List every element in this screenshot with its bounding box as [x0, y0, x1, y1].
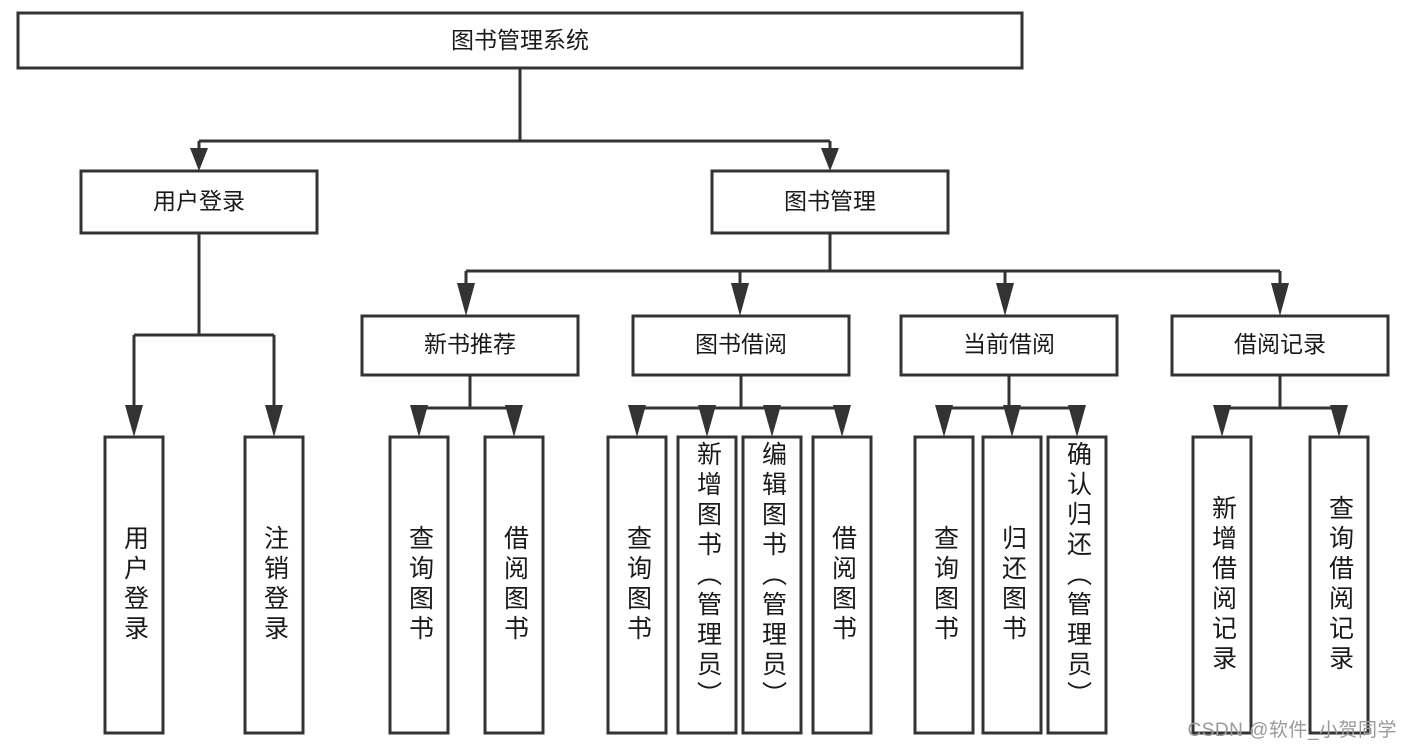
arrow-to-book-manage: [821, 148, 839, 171]
node-user-login-label: 用户登录: [153, 188, 245, 214]
arrow-to-leaf-borrow-book-2: [833, 405, 851, 437]
leaf-logout-login-box[interactable]: [243, 435, 305, 735]
node-borrow-record-box[interactable]: [1170, 314, 1390, 377]
node-new-book-recommend[interactable]: 新书推荐: [360, 314, 580, 377]
node-book-borrow-label: 图书借阅: [695, 331, 787, 357]
arrow-to-leaf-add-borrow-record: [1213, 405, 1231, 437]
leaf-add-book-box[interactable]: [676, 435, 738, 735]
leaf-query-borrow-record-box[interactable]: [1308, 435, 1370, 735]
node-current-borrow-box[interactable]: [899, 314, 1119, 377]
node-borrow-record-label: 借阅记录: [1234, 331, 1326, 357]
node-user-login[interactable]: 用户登录: [79, 169, 319, 235]
node-borrow-record[interactable]: 借阅记录: [1170, 314, 1390, 377]
leaf-return-book-box[interactable]: [981, 435, 1043, 735]
leaf-borrow-book-1-box[interactable]: [483, 435, 545, 735]
arrow-to-leaf-logout-login: [265, 405, 283, 437]
arrow-to-borrow-record: [1271, 283, 1289, 316]
arrow-to-leaf-confirm-return: [1068, 405, 1086, 437]
arrow-to-leaf-return-book: [1003, 405, 1021, 437]
csdn-watermark: CSDN @软件_小贺同学: [1187, 720, 1397, 741]
leaf-add-borrow-record-box[interactable]: [1191, 435, 1253, 735]
node-user-login-box[interactable]: [79, 169, 319, 235]
leaf-query-book-1-box[interactable]: [388, 435, 450, 735]
node-book-borrow-box[interactable]: [631, 314, 851, 377]
leaf-query-book-2-box[interactable]: [606, 435, 668, 735]
leaf-box-layer: [103, 435, 1370, 735]
node-book-borrow[interactable]: 图书借阅: [631, 314, 851, 377]
node-current-borrow[interactable]: 当前借阅: [899, 314, 1119, 377]
arrow-to-leaf-user-login: [125, 405, 143, 437]
arrow-to-leaf-query-book-3: [935, 405, 953, 437]
arrow-to-leaf-borrow-book-1: [505, 405, 523, 437]
node-root-box[interactable]: [16, 11, 1024, 70]
node-book-manage-label: 图书管理: [784, 188, 876, 214]
arrow-to-leaf-query-book-2: [628, 405, 646, 437]
leaf-user-login-box[interactable]: [103, 435, 165, 735]
leaf-edit-book-box[interactable]: [741, 435, 803, 735]
arrow-to-book-borrow: [731, 283, 749, 316]
arrow-to-user-login: [190, 148, 208, 171]
leaf-confirm-return-box[interactable]: [1046, 435, 1108, 735]
leaf-query-book-3-box[interactable]: [913, 435, 975, 735]
node-book-manage[interactable]: 图书管理: [710, 169, 950, 235]
node-root[interactable]: 图书管理系统: [16, 11, 1024, 70]
node-book-manage-box[interactable]: [710, 169, 950, 235]
arrow-to-current-borrow: [996, 283, 1014, 316]
node-new-book-recommend-box[interactable]: [360, 314, 580, 377]
arrow-to-leaf-query-borrow-record: [1330, 405, 1348, 437]
node-new-book-recommend-label: 新书推荐: [424, 331, 516, 357]
arrow-to-new-book-recommend: [457, 283, 475, 316]
arrow-to-leaf-query-book-1: [410, 405, 428, 437]
leaf-borrow-book-2-box[interactable]: [811, 435, 873, 735]
node-current-borrow-label: 当前借阅: [963, 331, 1055, 357]
connector-layer: [125, 68, 1348, 437]
node-root-label: 图书管理系统: [451, 27, 589, 53]
arrow-to-leaf-edit-book: [763, 405, 781, 437]
arrow-to-leaf-add-book: [698, 405, 716, 437]
